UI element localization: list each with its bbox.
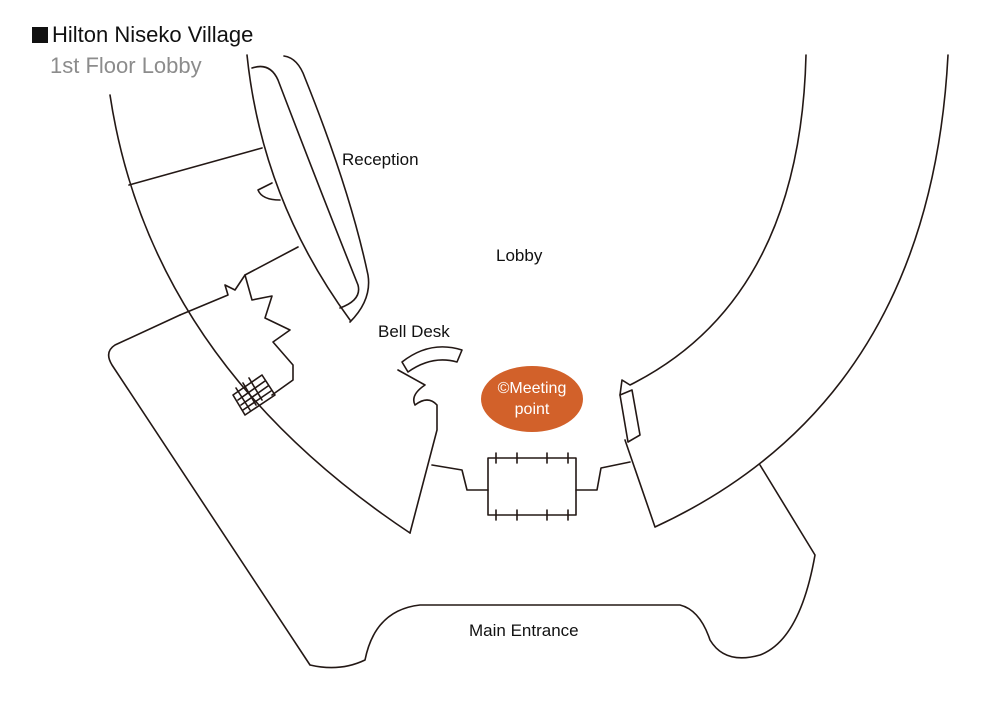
- room-divider: [244, 246, 299, 396]
- reception-label: Reception: [342, 150, 419, 169]
- bell-desk: [401, 346, 463, 373]
- left-outer-wall: [109, 94, 411, 534]
- lobby-label: Lobby: [496, 246, 543, 265]
- hotel-name: Hilton Niseko Village: [52, 22, 254, 47]
- room-divider: [257, 182, 281, 201]
- room-divider: [128, 147, 263, 186]
- floor-subtitle: 1st Floor Lobby: [50, 53, 202, 78]
- square-bullet-icon: [32, 27, 48, 43]
- hotel-title: Hilton Niseko Village: [32, 22, 253, 48]
- meeting-point-line1: ©Meeting: [497, 380, 567, 397]
- door-ticks: [495, 452, 569, 521]
- vestibule: [431, 461, 631, 491]
- meeting-point-line2: point: [514, 401, 550, 418]
- right-outer-wall: [624, 54, 949, 528]
- stairs: [232, 374, 276, 416]
- revolving-door: [487, 457, 577, 516]
- bell-desk-wall: [397, 369, 438, 534]
- right-box: [619, 389, 641, 443]
- meeting-point-marker: ©Meeting point: [481, 366, 583, 432]
- main-entrance-label: Main Entrance: [469, 621, 579, 640]
- reception-counter: [251, 55, 370, 323]
- lower-left-wall: [107, 314, 816, 669]
- bell-desk-label: Bell Desk: [378, 322, 450, 341]
- reception-back-wall: [246, 54, 351, 321]
- room-divider: [179, 274, 246, 316]
- right-inner-wall: [619, 54, 807, 396]
